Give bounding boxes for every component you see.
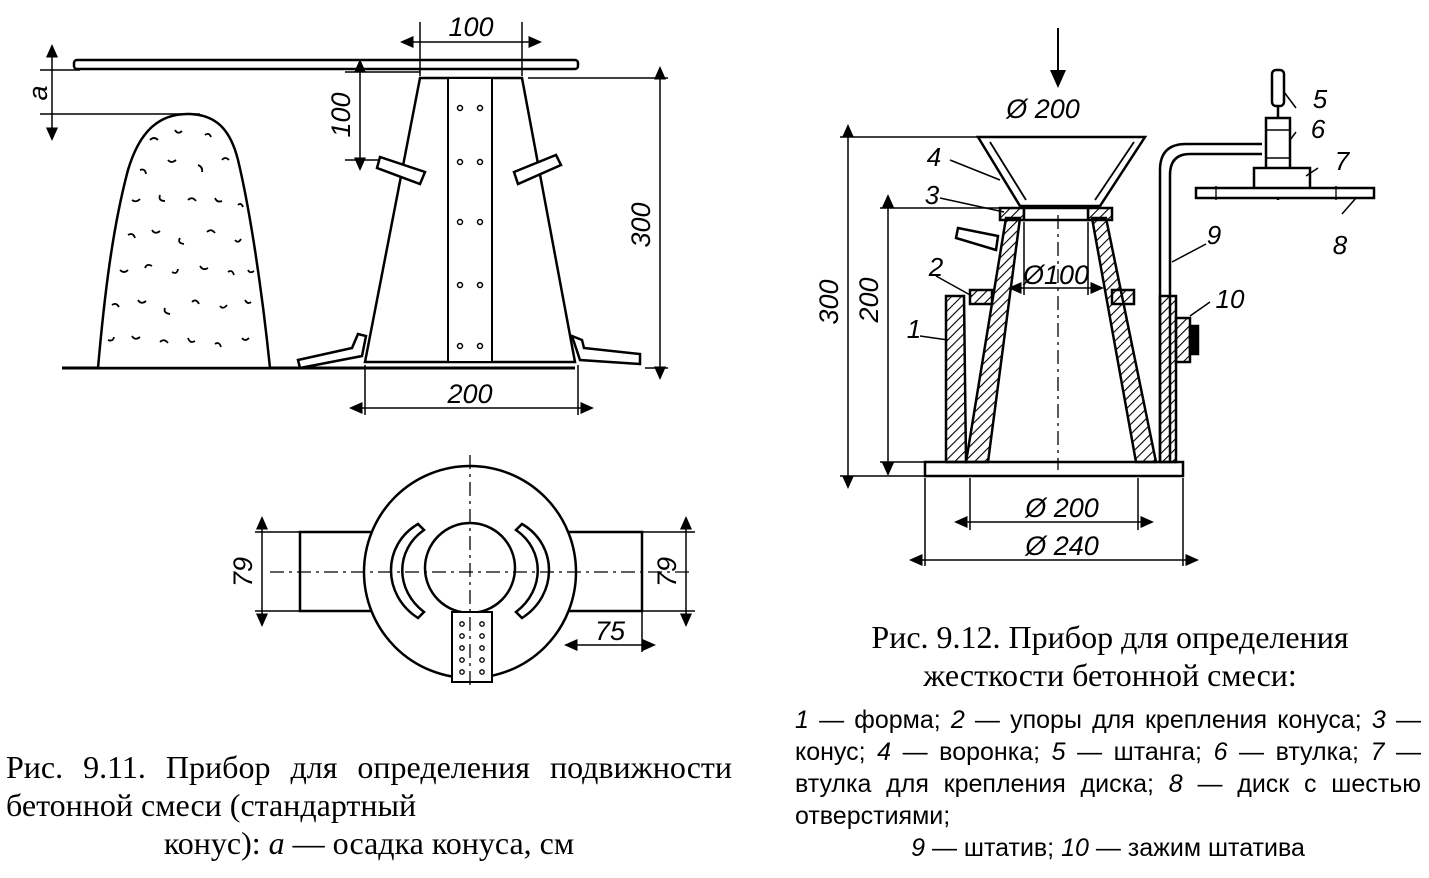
legend-num: 5 (1051, 738, 1066, 766)
dim-cone-height: 200 (854, 277, 884, 323)
legend-num: 2 (950, 706, 965, 734)
perforated-disk (1194, 186, 1376, 200)
dim-height: 300 (626, 202, 656, 247)
mold-wall-left (944, 294, 968, 464)
seam-rivets (456, 104, 484, 350)
tripod-clamp (1174, 316, 1192, 364)
legend-text: — штатив; (925, 834, 1062, 862)
caption-9-11-last-line: конус): a — осадка конуса, см (6, 824, 732, 862)
label-10-clamp: 10 (1216, 284, 1245, 314)
fig-9-11-side-view (40, 22, 668, 415)
caption-figure-9-11: Рис. 9.11. Прибор для определения подвиж… (6, 748, 732, 862)
legend-num: 10 (1061, 834, 1089, 862)
dim-funnel-diameter: Ø 200 (1005, 94, 1080, 124)
label-1-mold: 1 (907, 314, 921, 344)
legend-text: — штанга; (1065, 738, 1214, 766)
cone-handle (954, 226, 1000, 252)
caption-9-12-line2: жесткости бетонной смеси: (923, 657, 1297, 693)
legend-num: 3 (1371, 706, 1386, 734)
upper-handle-left (375, 155, 427, 186)
legend-num: 4 (877, 738, 892, 766)
straightedge-rod (72, 58, 580, 71)
concrete-texture (107, 129, 255, 348)
dim-total-height: 300 (814, 279, 844, 324)
funnel (975, 135, 1148, 208)
dim-top-width: 100 (448, 12, 493, 42)
cone-wall-right (1090, 216, 1158, 464)
dim-slump-a: a (23, 85, 53, 100)
legend-text: — форма; (808, 706, 951, 734)
label-2-stops: 2 (928, 252, 944, 282)
base-plate (923, 460, 1185, 478)
legend-text: — упоры для крепления конуса; (964, 706, 1372, 734)
legend-text: — диск с шестью отверстиями; (795, 770, 1421, 830)
dim-handle-length: 75 (595, 616, 626, 646)
label-3-cone: 3 (925, 180, 940, 210)
label-9-tripod: 9 (1207, 220, 1221, 250)
legend-num: 8 (1168, 770, 1183, 798)
legend-num: 1 (795, 706, 809, 734)
foot-rest-right (569, 333, 642, 366)
legend-text: — втулка; (1227, 738, 1371, 766)
legend-last-line: 9 — штатив; 10 — зажим штатива (795, 832, 1421, 864)
dim-handle-width-left: 79 (228, 557, 258, 587)
legend-text: — конус; (795, 706, 1421, 766)
cone-stop-left (968, 288, 994, 306)
legend-num: 9 (911, 834, 926, 862)
mold-wall-right (1158, 294, 1178, 464)
caption-9-11-symbol: a (268, 825, 285, 861)
cone-top-ring-left (998, 206, 1026, 222)
caption-9-11-text: Рис. 9.11. Прибор для определения подвиж… (6, 749, 732, 823)
disk-sleeve (1252, 166, 1312, 192)
rod (1270, 68, 1286, 108)
label-7-disk-sleeve: 7 (1335, 146, 1351, 176)
plan-seam-strip (451, 611, 493, 683)
legend-text: — втулка для крепления диска; (795, 738, 1421, 798)
slumped-concrete (96, 112, 272, 370)
foot-rest-left (296, 332, 368, 370)
fig-9-12-apparatus (840, 28, 1376, 566)
dim-base-diameter: Ø 240 (1024, 531, 1099, 561)
dim-bottom-width: 200 (446, 379, 492, 409)
dim-cone-top-diameter: Ø100 (1022, 260, 1089, 290)
label-8-disk: 8 (1333, 230, 1348, 260)
dim-cone-bottom-diameter: Ø 200 (1024, 493, 1099, 523)
cone-top-ring-right (1086, 206, 1114, 222)
cone-wall-left (964, 216, 1022, 464)
dim-upper-offset: 100 (326, 92, 356, 137)
caption-9-12-line1: Рис. 9.12. Прибор для определения (871, 619, 1349, 655)
upper-handle-right (512, 153, 563, 186)
caption-9-11-last-end: — осадка конуса, см (284, 825, 575, 861)
plan-arc-left (389, 522, 426, 620)
plan-seam-rivets (459, 621, 485, 675)
legend-num: 6 (1213, 738, 1228, 766)
legend-text: — воронка; (891, 738, 1052, 766)
tripod-rod (1158, 142, 1262, 462)
plan-arc-right (514, 522, 551, 620)
legend-num: 7 (1370, 738, 1385, 766)
label-5-rod: 5 (1313, 84, 1328, 114)
cone-seam-strip (447, 77, 493, 363)
label-4-funnel: 4 (927, 142, 941, 172)
label-6-sleeve: 6 (1311, 114, 1326, 144)
fig-9-11-plan-view (255, 455, 695, 690)
legend-text: — зажим штатива (1088, 834, 1305, 862)
dim-handle-width-right: 79 (652, 557, 682, 587)
sleeve (1264, 116, 1292, 172)
caption-9-11-last-start: конус): (163, 825, 269, 861)
legend-figure-9-12: 1 — форма; 2 — упоры для крепления конус… (795, 704, 1421, 864)
